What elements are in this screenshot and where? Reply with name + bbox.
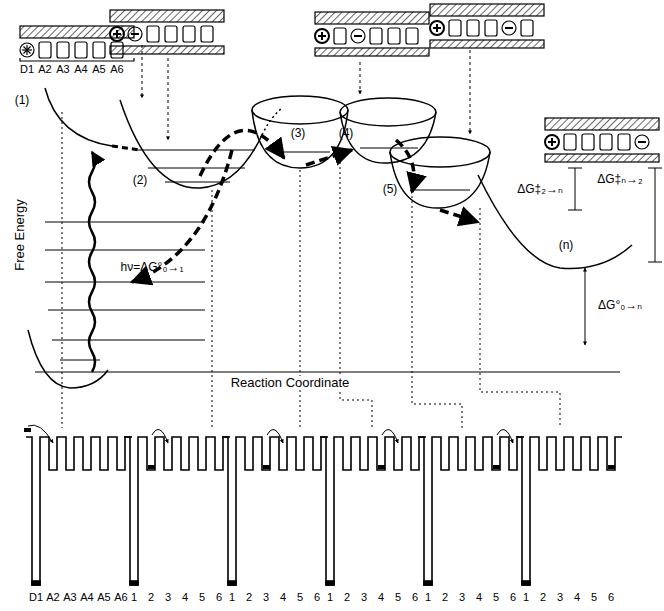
potential-wells bbox=[516, 437, 622, 585]
label: A3 bbox=[63, 590, 76, 604]
label: 5 bbox=[591, 590, 597, 604]
label: A4 bbox=[80, 590, 93, 604]
label: 6 bbox=[314, 590, 320, 604]
molecule-chain bbox=[20, 26, 134, 61]
label: 5 bbox=[395, 590, 401, 604]
axis-title: Reaction Coordinate bbox=[228, 376, 353, 390]
label: A2 bbox=[38, 62, 51, 76]
label: 2 bbox=[540, 590, 546, 604]
label: 5 bbox=[199, 590, 205, 604]
label: A6 bbox=[110, 62, 123, 76]
potential-wells bbox=[124, 430, 230, 585]
label: A5 bbox=[97, 590, 110, 604]
label: ΔG°₀→ₙ bbox=[598, 298, 642, 312]
label: A2 bbox=[46, 590, 59, 604]
label: (1) bbox=[15, 93, 30, 107]
label: 3 bbox=[165, 590, 171, 604]
label: 6 bbox=[412, 590, 418, 604]
label: 3 bbox=[557, 590, 563, 604]
label: 1 bbox=[131, 590, 137, 604]
label: 6 bbox=[216, 590, 222, 604]
potential-wells bbox=[320, 430, 426, 585]
potential-wells bbox=[418, 430, 524, 585]
molecule-chain bbox=[545, 118, 659, 162]
label: A3 bbox=[56, 62, 69, 76]
molecule-chain bbox=[430, 4, 544, 48]
label: 5 bbox=[493, 590, 499, 604]
label: 1 bbox=[327, 590, 333, 604]
label: A5 bbox=[92, 62, 105, 76]
label: D1 bbox=[20, 62, 34, 76]
label: 4 bbox=[378, 590, 384, 604]
label: ΔG‡₂→ₙ bbox=[517, 182, 562, 196]
potential-wells bbox=[24, 425, 132, 585]
label: 5 bbox=[297, 590, 303, 604]
label: 2 bbox=[442, 590, 448, 604]
label: (3) bbox=[291, 126, 306, 140]
label: hν=ΔG°₀→₁ bbox=[121, 260, 184, 274]
label: 4 bbox=[476, 590, 482, 604]
molecule-chain bbox=[110, 10, 224, 54]
axis-title: Free Energy bbox=[13, 199, 27, 271]
label: 4 bbox=[574, 590, 580, 604]
label: (5) bbox=[383, 182, 398, 196]
label: (2) bbox=[133, 173, 148, 187]
label: 4 bbox=[280, 590, 286, 604]
label: 3 bbox=[361, 590, 367, 604]
label: 2 bbox=[344, 590, 350, 604]
label: ΔG‡ₙ→₂ bbox=[597, 172, 642, 186]
molecule-chain bbox=[315, 12, 429, 56]
label: 4 bbox=[182, 590, 188, 604]
label: D1 bbox=[29, 590, 43, 604]
label: 1 bbox=[229, 590, 235, 604]
label: 3 bbox=[459, 590, 465, 604]
label: 1 bbox=[425, 590, 431, 604]
label: 2 bbox=[246, 590, 252, 604]
label: (4) bbox=[339, 126, 354, 140]
label: 3 bbox=[263, 590, 269, 604]
potential-wells bbox=[222, 430, 328, 585]
label: 2 bbox=[148, 590, 154, 604]
label: 1 bbox=[523, 590, 529, 604]
label: A6 bbox=[114, 590, 127, 604]
label: (n) bbox=[559, 238, 574, 252]
label: 6 bbox=[608, 590, 614, 604]
label: A4 bbox=[74, 62, 87, 76]
label: 6 bbox=[510, 590, 516, 604]
